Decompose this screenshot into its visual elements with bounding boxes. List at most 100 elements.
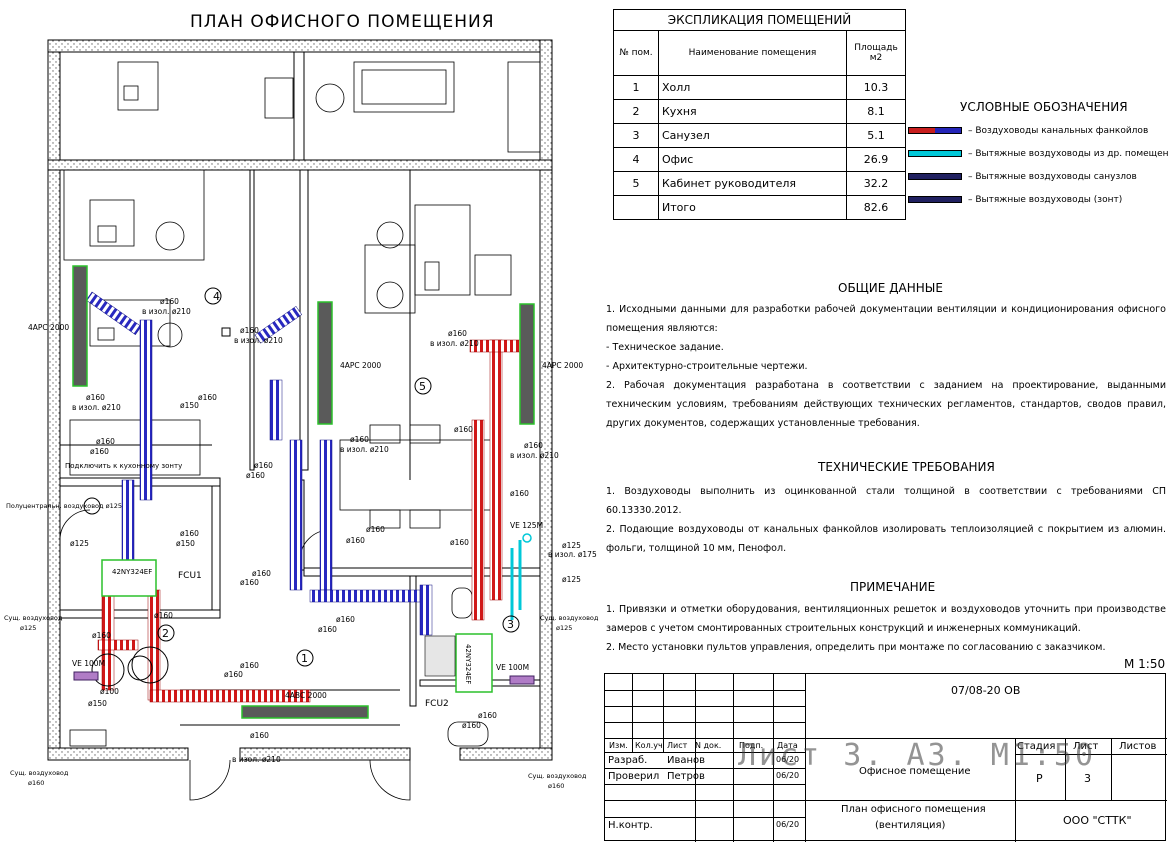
tb-company: ООО "СТТК" [1063,814,1132,827]
dim-label: ø160 [86,393,105,402]
supply-ducts-red [97,339,521,703]
grilles [73,327,535,685]
dim-label: ø160 [346,536,365,545]
general-title: ОБЩИЕ ДАННЫЕ [838,281,943,295]
dim-label: ø125 [562,575,581,584]
tb-header: N док. [695,741,722,750]
explication-caption: ЭКСПЛИКАЦИЯ ПОМЕЩЕНИЙ [613,9,906,30]
tb-header: Кол.уч [635,741,663,750]
dim-label: в изол. ø175 [548,550,597,559]
legend-swatch [908,150,962,157]
room-number-1: 1 [301,652,308,665]
dim-label: ø160 [454,425,473,434]
tech-text: 1. Воздуховоды выполнить из оцинкованной… [606,486,1166,554]
explication-table: ЭКСПЛИКАЦИЯ ПОМЕЩЕНИЙ № пом. Наименовани… [613,9,906,220]
room-number-2: 2 [162,627,169,640]
ve125-label: VE 125M [510,521,543,530]
unit1-label: 42NY324EF [112,568,152,576]
dim-label: ø160 [318,625,337,634]
dim-label: в изол. ø210 [430,339,479,348]
dim-label: ø160 [180,529,199,538]
explication-cell-num: 3 [613,123,659,148]
dim-label: ø160 [90,447,109,456]
ac-mid-label: 4АРС 2000 [340,361,381,370]
dim-label: ø160 [478,711,497,720]
plan-title: ПЛАН ОФИСНОГО ПОМЕЩЕНИЯ [190,12,495,32]
existing-duct-label: Полуцентральн. воздуховод ø125 [6,502,122,510]
existing-duct-label: ø160 [28,779,44,787]
dim-label: ø160 [154,611,173,620]
existing-duct-label: Сущ. воздуховод [540,614,599,622]
general-text: 1. Исходными данными для разработки рабо… [606,304,1166,429]
legend-label: – Вытяжные воздуховоды (зонт) [968,195,1123,205]
explication-cell-name: Санузел [658,123,847,148]
tb-header: Лист [667,741,688,750]
tb-sheet-name: План офисного помещения [841,804,986,815]
legend-row: – Вытяжные воздуховоды из др. помещения [908,149,1169,159]
legend-swatch [908,196,962,203]
explication-cell-num: 4 [613,147,659,172]
explication-cell-name: Офис [658,147,847,172]
tb-name: Петров [667,771,705,782]
explication-cell-area: 10.3 [846,75,906,100]
dim-label: ø160 [366,525,385,534]
unit2-label: 42NY324EF [464,644,472,684]
dim-label: ø160 [246,471,265,480]
dim-label: ø160 [240,578,259,587]
explication-cell-area: 5.1 [846,123,906,148]
dim-label: в изол. ø210 [510,451,559,460]
dim-label: ø160 [250,731,269,740]
tb-object-name: Офисное помещение [859,766,971,777]
legend-row: – Воздуховоды канальных фанкойлов [908,126,1148,136]
note-title: ПРИМЕЧАНИЕ [850,580,936,594]
tb-header: Дата [777,741,798,750]
dim-label: ø125 [562,541,581,550]
existing-duct-label: ø125 [556,624,572,632]
tb-sheet-name: (вентиляция) [875,820,946,831]
dim-label: в изол. ø210 [234,336,283,345]
dim-label: ø160 [224,670,243,679]
ve100-label: VE 100M [496,663,529,672]
dim-label: в изол. ø210 [72,403,121,412]
tb-sheet-label: Лист [1073,741,1099,752]
legend-row: – Вытяжные воздуховоды санузлов [908,172,1137,182]
tb-stage: Р [1036,772,1043,785]
dim-label: ø160 [252,569,271,578]
tech-title: ТЕХНИЧЕСКИЕ ТРЕБОВАНИЯ [818,460,995,474]
explication-cell-name: Кухня [658,99,847,124]
tb-name: Иванов [667,755,706,766]
inner-walls [59,51,541,726]
existing-duct-label: ø160 [548,782,564,790]
explication-header: Площадь м2 [846,30,906,76]
ac-right-label: 4АРС 2000 [542,361,583,370]
explication-cell-name: Холл [658,75,847,100]
dim-label: ø150 [180,401,199,410]
tb-sheet: 3 [1084,772,1091,785]
ac-left-label: 4АРС 2000 [28,323,69,332]
dim-label: ø160 [462,721,481,730]
tb-sheets-label: Листов [1119,741,1157,752]
explication-cell-num [613,195,659,220]
dim-label: ø160 [96,437,115,446]
dim-label: ø160 [92,631,111,640]
explication-cell-area: 82.6 [846,195,906,220]
floor-plan: 4 5 2 1 3 4АРС 2000 4АРС 2000 4АРС 2000 … [4,39,599,801]
explication-cell-num: 5 [613,171,659,196]
dim-label: ø150 [88,699,107,708]
scale-label: М 1:50 [1124,657,1166,671]
dim-label: ø160 [198,393,217,402]
legend-title: УСЛОВНЫЕ ОБОЗНАЧЕНИЯ [960,100,1128,114]
tb-header: Изм. [609,741,628,750]
legend-swatch [908,173,962,180]
explication-cell-num: 1 [613,75,659,100]
fcu1-label: FCU1 [178,571,202,581]
dim-label: ø160 [450,538,469,547]
dim-label: в изол. ø210 [232,755,281,764]
explication-cell-area: 8.1 [846,99,906,124]
fan-coil-units [101,559,493,693]
legend-label: – Вытяжные воздуховоды санузлов [968,172,1137,182]
tb-stage-label: Стадия [1017,741,1056,752]
explication-cell-name: Итого [658,195,847,220]
existing-duct-label: Сущ. воздуховод [528,772,587,780]
